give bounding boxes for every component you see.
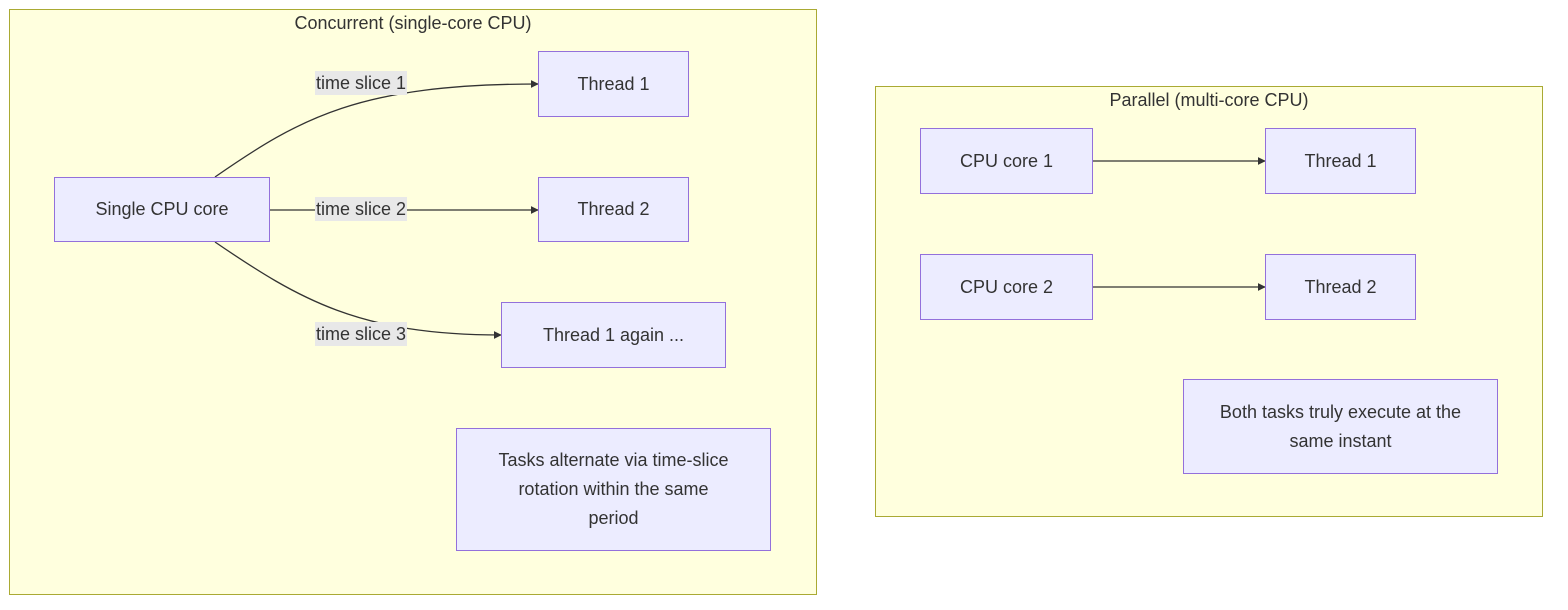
edge-core-to-thread1-again <box>214 241 502 339</box>
edge-label-time-slice-3: time slice 3 <box>315 322 408 346</box>
thread-1-again-node[interactable]: Thread 1 again ... <box>501 302 726 368</box>
edge-label-time-slice-1: time slice 1 <box>315 71 408 95</box>
parallel-note: Both tasks truly execute at the same ins… <box>1183 379 1498 474</box>
thread-1-node[interactable]: Thread 1 <box>538 51 689 117</box>
thread-2-node[interactable]: Thread 2 <box>538 177 689 242</box>
cpu-core-2-node[interactable]: CPU core 2 <box>920 254 1093 320</box>
edge-label-time-slice-2: time slice 2 <box>315 197 408 221</box>
single-cpu-core-node[interactable]: Single CPU core <box>54 177 270 242</box>
edge-core-to-thread1 <box>214 80 539 178</box>
cpu-core-1-node[interactable]: CPU core 1 <box>920 128 1093 194</box>
parallel-cluster-title: Parallel (multi-core CPU) <box>1109 90 1309 110</box>
concurrent-cluster-title: Concurrent (single-core CPU) <box>294 13 532 33</box>
concurrent-note: Tasks alternate via time-slice rotation … <box>456 428 771 551</box>
parallel-thread-1-node[interactable]: Thread 1 <box>1265 128 1416 194</box>
parallel-thread-2-node[interactable]: Thread 2 <box>1265 254 1416 320</box>
